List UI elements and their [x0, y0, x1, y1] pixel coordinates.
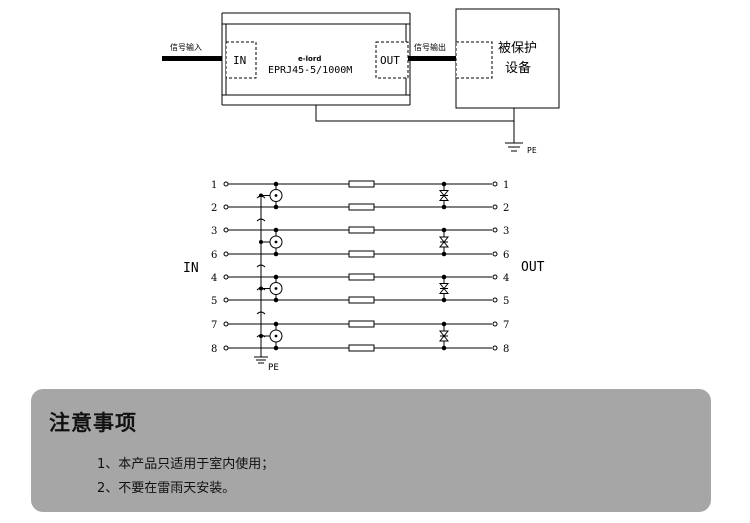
terminal-in [223, 251, 229, 257]
device-out-label: OUT [380, 54, 400, 67]
resistor [348, 320, 375, 328]
bus-junction [259, 240, 263, 244]
input-cable [162, 56, 222, 61]
pin-label-in: 1 [211, 180, 217, 191]
pin-label-out: 6 [503, 250, 509, 261]
protected-device-label-2: 设备 [505, 60, 531, 76]
terminal-out [492, 204, 498, 210]
circuit-schematic: IN OUT PE 1 1 2 2 3 3 6 6 4 4 5 5 7 7 8 8 [183, 180, 545, 373]
pin-label-in: 5 [211, 296, 217, 307]
bus-crossover [256, 264, 266, 268]
spd-device: IN OUT e-lord EPRJ45-5/1000M [221, 12, 411, 106]
resistor [348, 180, 375, 188]
terminal-in [223, 181, 229, 187]
brand-label: e-lord [298, 55, 321, 63]
pin-label-out: 8 [503, 344, 509, 355]
bus-crossover [256, 287, 266, 291]
block-diagram: 信号输入 IN OUT e-lord EPRJ45-5/1000M 信号输出 被… [162, 8, 560, 155]
wiring-diagram: 信号输入 IN OUT e-lord EPRJ45-5/1000M 信号输出 被… [162, 8, 560, 373]
resistor [348, 250, 375, 258]
pin-label-in: 6 [211, 250, 217, 261]
resistor [348, 203, 375, 211]
pin-label-in: 8 [211, 344, 217, 355]
signal-input-label: 信号输入 [170, 42, 202, 52]
resistor [348, 273, 375, 281]
pin-label-out: 5 [503, 296, 509, 307]
resistor [348, 344, 375, 352]
pin-label-in: 4 [211, 273, 217, 284]
pin-label-out: 1 [503, 180, 509, 191]
pin-label-out: 4 [503, 273, 509, 284]
notes-title: 注意事项 [49, 411, 137, 435]
ground-icon [505, 142, 523, 152]
gas-tube-dot [274, 334, 278, 338]
gas-tube-dot [274, 287, 278, 290]
terminal-out [492, 345, 498, 351]
signal-output-label: 信号输出 [414, 42, 446, 52]
pin-label-in: 7 [211, 320, 217, 331]
gas-tube-dot [274, 194, 278, 197]
resistor [348, 226, 375, 234]
protected-equipment: 被保护 设备 [455, 8, 560, 109]
terminal-out [492, 181, 498, 187]
device-out-port [375, 41, 409, 79]
terminal-out [492, 227, 498, 233]
note-item-2: 2、不要在雷雨天安装。 [97, 481, 236, 496]
circuit-out-label: OUT [521, 260, 545, 275]
bus-crossover [256, 195, 266, 199]
pin-label-in: 3 [211, 226, 217, 237]
pin-label-out: 7 [503, 320, 509, 331]
bus-crossover [256, 311, 266, 315]
circuit-in-label: IN [183, 261, 199, 276]
device-in-label: IN [233, 54, 246, 67]
gas-tube-dot [274, 240, 278, 244]
terminal-in [223, 297, 229, 303]
pin-label-out: 2 [503, 203, 509, 214]
terminal-out [492, 297, 498, 303]
bus-crossover [256, 334, 266, 338]
terminal-out [492, 274, 498, 280]
terminal-out [492, 251, 498, 257]
terminal-in [223, 274, 229, 280]
terminal-out [492, 321, 498, 327]
device-in-port [225, 41, 257, 79]
pin-label-in: 2 [211, 203, 217, 214]
pin-label-out: 3 [503, 226, 509, 237]
note-item-1: 1、本产品只适用于室内使用； [97, 457, 275, 472]
bus-crossover [256, 218, 266, 222]
notes-panel: 注意事项 1、本产品只适用于室内使用； 2、不要在雷雨天安装。 [31, 389, 711, 512]
circuit-ground-label: PE [268, 363, 279, 373]
terminal-in [223, 345, 229, 351]
ground-wire [315, 105, 514, 122]
terminal-in [223, 227, 229, 233]
terminal-in [223, 321, 229, 327]
model-label: EPRJ45-5/1000M [268, 65, 352, 76]
top-ground-label: PE [527, 146, 537, 155]
protected-device-label-1: 被保护 [498, 41, 537, 56]
output-cable [408, 56, 460, 61]
circuit-ground-icon [254, 356, 268, 364]
resistor [348, 296, 375, 304]
terminal-in [223, 204, 229, 210]
